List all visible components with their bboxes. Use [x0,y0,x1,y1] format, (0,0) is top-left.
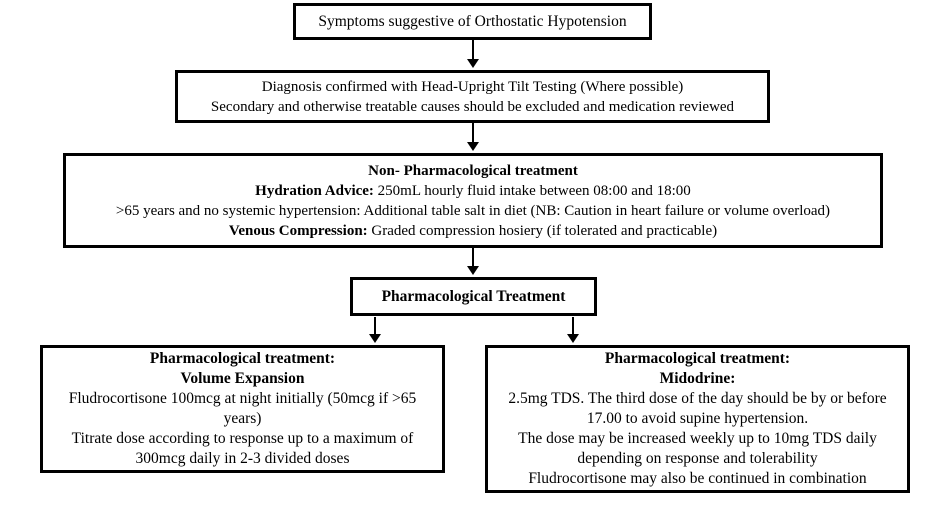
symptoms-box: Symptoms suggestive of Orthostatic Hypot… [293,3,652,40]
hydration-advice-label: Hydration Advice: [255,182,374,199]
arrow-symptoms-to-diagnosis-icon [467,40,479,68]
arrow-pharm-to-midodrine-icon [567,317,579,343]
arrow-stem [472,248,474,266]
venous-compression-label: Venous Compression: [228,222,368,239]
non-pharm-heading: Non- Pharmacological treatment [368,162,578,179]
symptoms-text: Symptoms suggestive of Orthostatic Hypot… [318,12,627,30]
venous-compression-text: Graded compression hosiery (if tolerated… [367,222,718,239]
non-pharmacological-box: Non- Pharmacological treatment Hydration… [63,153,883,248]
arrow-stem [472,123,474,142]
hydration-advice-text: 250mL hourly fluid intake between 08:00 … [373,182,691,199]
arrow-diagnosis-to-nonpharm-icon [467,123,479,151]
pharmacological-treatment-box: Pharmacological Treatment [350,277,597,316]
volume-expansion-box: Pharmacological treatment: Volume Expans… [40,345,445,473]
fludrocortisone-dose-text: Fludrocortisone 100mcg at night initiall… [68,390,417,427]
arrow-pharm-to-volume-icon [369,317,381,343]
venous-compression-line: Venous Compression: Graded compression h… [66,221,880,241]
midodrine-heading1: Pharmacological treatment: [604,350,791,367]
arrow-head [369,334,381,343]
arrow-stem [572,317,574,334]
volume-heading2: Volume Expansion [180,370,305,387]
midodrine-box: Pharmacological treatment: Midodrine: 2.… [485,345,910,493]
diagnosis-line1: Diagnosis confirmed with Head-Upright Ti… [261,78,684,95]
arrow-stem [472,40,474,59]
hydration-advice-line: Hydration Advice: 250mL hourly fluid int… [66,181,880,201]
arrow-head [467,142,479,151]
midodrine-combination-text: Fludrocortisone may also be continued in… [528,470,867,487]
midodrine-increase-text: The dose may be increased weekly up to 1… [518,430,877,467]
pharm-treatment-text: Pharmacological Treatment [381,287,566,305]
salt-advice-line: >65 years and no systemic hypertension: … [115,202,831,219]
arrow-head [567,334,579,343]
titrate-dose-text: Titrate dose according to response up to… [71,430,414,467]
midodrine-heading2: Midodrine: [659,370,736,387]
midodrine-dose-text: 2.5mg TDS. The third dose of the day sho… [508,390,887,427]
arrow-stem [374,317,376,334]
volume-heading1: Pharmacological treatment: [149,350,336,367]
arrow-head [467,266,479,275]
arrow-nonpharm-to-pharm-icon [467,248,479,275]
arrow-head [467,59,479,68]
diagnosis-box: Diagnosis confirmed with Head-Upright Ti… [175,70,770,123]
diagnosis-line2: Secondary and otherwise treatable causes… [210,98,735,115]
